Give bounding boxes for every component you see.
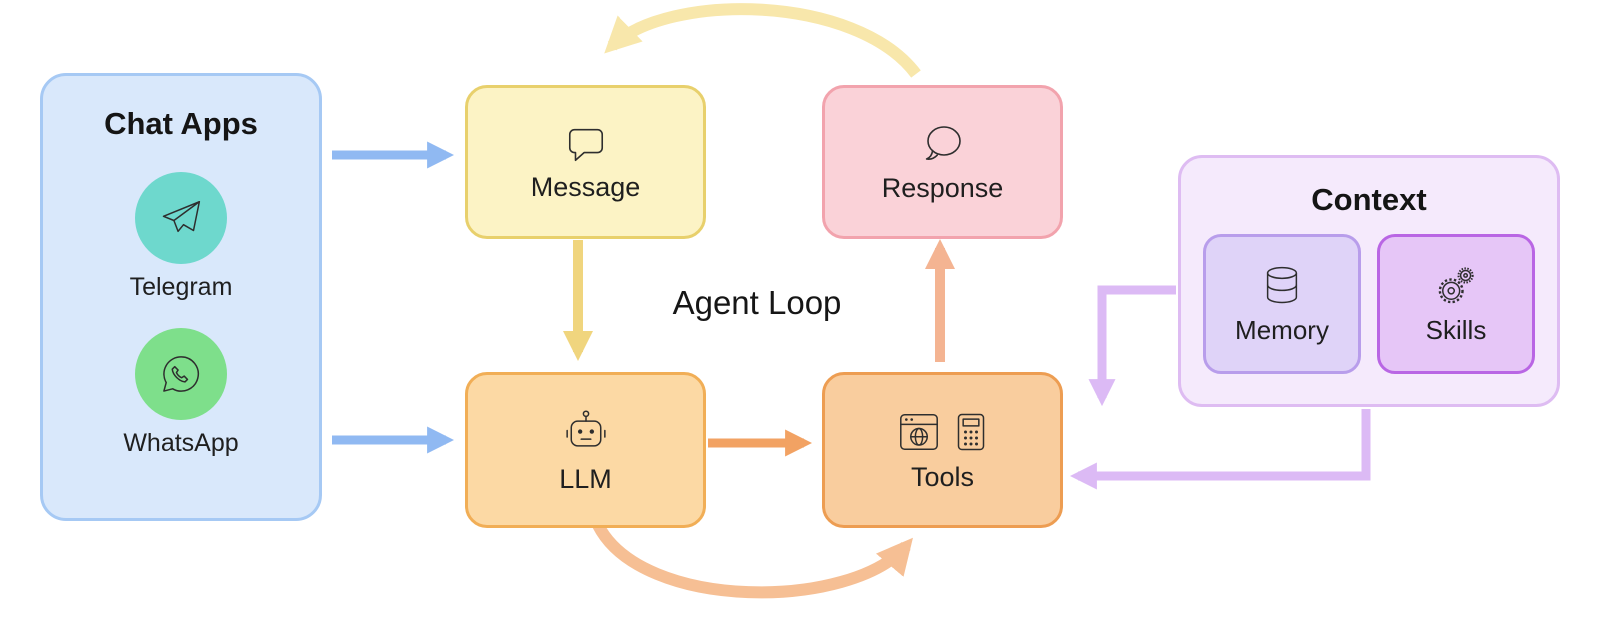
tools-label: Tools	[910, 462, 975, 492]
whatsapp-label: WhatsApp	[123, 429, 239, 457]
skills-node: Skills	[1377, 234, 1535, 374]
message-node: Message	[465, 85, 706, 239]
telegram-app: Telegram	[129, 172, 233, 302]
response-node: Response	[822, 85, 1063, 239]
whatsapp-app: WhatsApp	[123, 328, 239, 458]
tools-node: Tools	[822, 372, 1063, 528]
chat-apps-title: Chat Apps	[104, 106, 258, 141]
gears-icon	[1433, 263, 1479, 309]
arrow-response-to-message-loop	[604, 3, 921, 78]
browser-icon	[895, 409, 943, 455]
arrow-context-to-tools-side	[1069, 409, 1371, 490]
chat-apps-panel: Chat Apps Telegram WhatsApp	[40, 73, 322, 521]
response-bubble-icon	[919, 122, 967, 166]
robot-icon	[560, 407, 612, 457]
response-label: Response	[881, 173, 1004, 203]
tools-icons	[895, 409, 991, 455]
agent-loop-caption: Agent Loop	[672, 284, 842, 321]
arrow-context-to-tools-top	[1088, 285, 1176, 407]
telegram-icon	[134, 172, 227, 264]
llm-node: LLM	[465, 372, 706, 528]
context-row: Memory Skills	[1203, 234, 1535, 374]
calculator-icon	[951, 409, 991, 455]
skills-label: Skills	[1425, 314, 1487, 345]
arrow-llm-to-tools-loop	[592, 522, 913, 599]
message-label: Message	[530, 172, 641, 202]
memory-node: Memory	[1203, 234, 1361, 374]
llm-label: LLM	[559, 464, 612, 494]
memory-label: Memory	[1235, 314, 1329, 345]
message-bubble-icon	[563, 123, 609, 165]
context-title: Context	[1311, 182, 1427, 217]
whatsapp-icon	[135, 328, 227, 420]
context-panel: Context Memory	[1178, 155, 1560, 407]
telegram-label: Telegram	[129, 273, 233, 301]
database-icon	[1259, 263, 1305, 309]
